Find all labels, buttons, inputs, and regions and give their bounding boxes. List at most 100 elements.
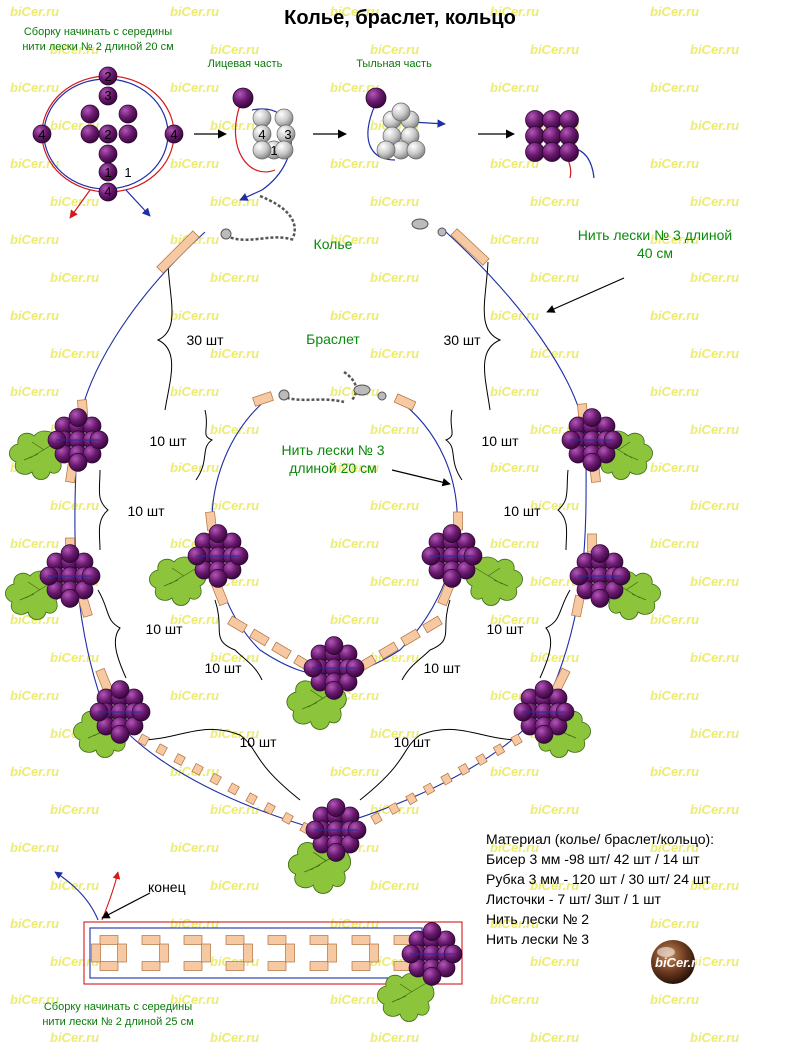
bugle-bead [173,753,186,766]
bracelet-thread-note-1: Нить лески № 3 [281,442,384,458]
watermark-text: biCer.ru [330,4,379,19]
watermark-text: biCer.ru [530,270,579,285]
necklace-count-top-left: 30 шт [186,332,224,348]
bugle-bead [457,762,471,776]
watermark-text: biCer.ru [210,498,259,513]
watermark-text: biCer.ru [50,802,99,817]
necklace-label: Колье [314,236,353,252]
watermark-text: biCer.ru [530,1030,579,1043]
bugle-bead [281,811,294,825]
watermark-text: biCer.ru [690,118,739,133]
watermark-text: biCer.ru [330,80,379,95]
bugle-bead [141,961,161,971]
bugle-bead [99,961,119,971]
watermark-text: biCer.ru [10,992,59,1007]
step1-number: 1 [104,165,111,180]
bugle-bead [309,935,329,945]
watermark-text: biCer.ru [330,916,379,931]
watermark-text: biCer.ru [650,460,699,475]
watermark-text: biCer.ru [10,764,59,779]
bugle-bead [252,391,274,407]
bracelet-count-bottom-left: 10 шт [204,660,242,676]
step4-bead [542,142,562,162]
bugle-bead [387,802,401,815]
step2-number: 3 [284,127,291,142]
step1-bead [80,104,100,124]
berry-cluster [513,680,575,744]
watermark-text: biCer.ru [10,308,59,323]
watermark-text: biCer.ru [650,916,699,931]
watermark-text: biCer.ru [490,384,539,399]
bead [422,922,442,941]
step1-bead [80,124,100,144]
watermark-text: biCer.ru [490,4,539,19]
watermark-text: biCer.ru [690,954,739,969]
necklace-count-bottom-right: 10 шт [393,734,431,750]
necklace-count-bottom-left: 10 шт [239,734,277,750]
watermark-text: biCer.ru [690,574,739,589]
watermark-text: biCer.ru [170,4,219,19]
necklace-thread-arrow [546,277,625,313]
necklace-thread-note-1: Нить лески № 3 длиной [578,227,732,243]
bead [582,408,602,427]
bugle-bead [159,943,169,963]
watermark-text: biCer.ru [650,840,699,855]
necklace-count-mid1-left: 10 шт [127,503,165,519]
watermark-text: biCer.ru [50,270,99,285]
berry-cluster [401,922,463,986]
bracelet-count-left: 10 шт [149,433,187,449]
step1-number: 4 [38,127,45,142]
watermark-text: biCer.ru [170,80,219,95]
bead [60,589,80,608]
materials-line-3: Листочки - 7 шт/ 3шт / 1 шт [486,891,662,907]
bead [442,569,462,588]
bead [534,680,554,699]
watermark-text: biCer.ru [330,992,379,1007]
watermark-text: biCer.ru [370,878,419,893]
step-3-diagram: Тыльная часть [356,58,446,161]
bracelet-label: Браслет [306,331,360,347]
watermark-text: biCer.ru [10,688,59,703]
watermark-text: biCer.ru [50,1030,99,1043]
step4-bead [525,142,545,162]
step2-number: 4 [258,127,265,142]
bugle-bead [327,943,337,963]
bead [442,524,462,543]
bugle-bead [475,753,488,766]
bugle-bead [225,961,245,971]
materials-list: Материал (колье/ браслет/кольцо): Бисер … [486,831,714,947]
leaf [377,972,435,1022]
bead [326,798,346,817]
bugle-bead [492,743,506,757]
watermark-text: biCer.ru [690,42,739,57]
watermark-text: biCer.ru [370,422,419,437]
watermark-text: biCer.ru [650,992,699,1007]
bugle-bead [405,792,418,806]
materials-line-1: Бисер 3 мм -98 шт/ 42 шт / 14 шт [486,851,700,867]
bracelet-thread-note-2: длиной 20 см [289,460,376,476]
watermark-text: biCer.ru [170,384,219,399]
watermark-text: biCer.ru [210,346,259,361]
materials-line-5: Нить лески № 3 [486,931,589,947]
bugle-bead [183,961,203,971]
ring-end-arrow [101,892,151,919]
bead [208,569,228,588]
materials-heading: Материал (колье/ браслет/кольцо): [486,831,714,847]
bugle-bead [227,615,248,634]
bracelet-thread-arrow [391,469,451,487]
watermark-text: biCer.ru [50,42,99,57]
watermark-text: biCer.ru [170,460,219,475]
watermark-text: biCer.ru [690,270,739,285]
bugle-bead [191,762,204,776]
bugle-bead [351,961,371,971]
watermark-text: biCer.ru [370,270,419,285]
page-title: Колье, браслет, кольцо [284,7,516,29]
watermark-text: biCer.ru [330,764,379,779]
watermark-text: biCer.ru [370,498,419,513]
necklace-count-mid1-right: 10 шт [503,503,541,519]
watermark-text: biCer.ru [490,992,539,1007]
watermark-text: biCer.ru [50,346,99,361]
watermark-text: biCer.ru [330,156,379,171]
